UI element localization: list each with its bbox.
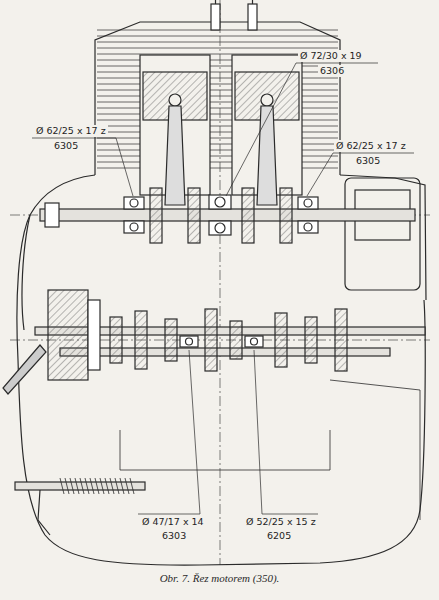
main-bearing — [124, 197, 144, 233]
gearchange-shaft — [15, 482, 145, 490]
crankcase — [17, 175, 425, 565]
bearing-dimension: Ø 47/17 x 14 — [140, 516, 206, 528]
bearing-dimension: Ø 62/25 x 17 z — [334, 140, 408, 152]
bearing-number: 6205 — [265, 530, 293, 542]
connecting-rod — [257, 106, 277, 205]
leader-line — [32, 63, 414, 514]
gear-set — [110, 309, 347, 371]
lever — [38, 490, 50, 535]
main-bearing — [209, 195, 231, 235]
crank-web — [280, 188, 292, 243]
spring — [60, 478, 134, 494]
gearbox-bearing — [245, 336, 263, 347]
main-bearing — [298, 197, 318, 233]
centre-line — [220, 0, 221, 565]
kickstart-lever — [3, 345, 46, 394]
bearing-number: 6305 — [52, 140, 80, 152]
bearing-dimension: Ø 52/25 x 15 z — [244, 516, 318, 528]
spark-plug — [211, 4, 220, 30]
gearbox-bearing — [180, 336, 198, 347]
bearing-number: 6303 — [160, 530, 188, 542]
piston-pin — [169, 94, 181, 106]
bearing-dimension: Ø 62/25 x 17 z — [34, 125, 108, 137]
crankshaft — [40, 209, 415, 221]
cylinder-block — [95, 22, 340, 175]
crank-web — [242, 188, 254, 243]
connecting-rod — [165, 106, 185, 205]
bearing-number: 6306 — [318, 65, 346, 77]
crank-web — [150, 188, 162, 243]
clutch — [48, 290, 88, 380]
piston-pin — [261, 94, 273, 106]
crank-web — [188, 188, 200, 243]
figure-caption: Obr. 7. Řez motorem (350). — [0, 572, 439, 584]
bearing-dimension: Ø 72/30 x 19 — [298, 50, 364, 62]
spark-plug — [248, 4, 257, 30]
dynamo-cover — [345, 178, 420, 290]
bearing-number: 6305 — [354, 155, 382, 167]
